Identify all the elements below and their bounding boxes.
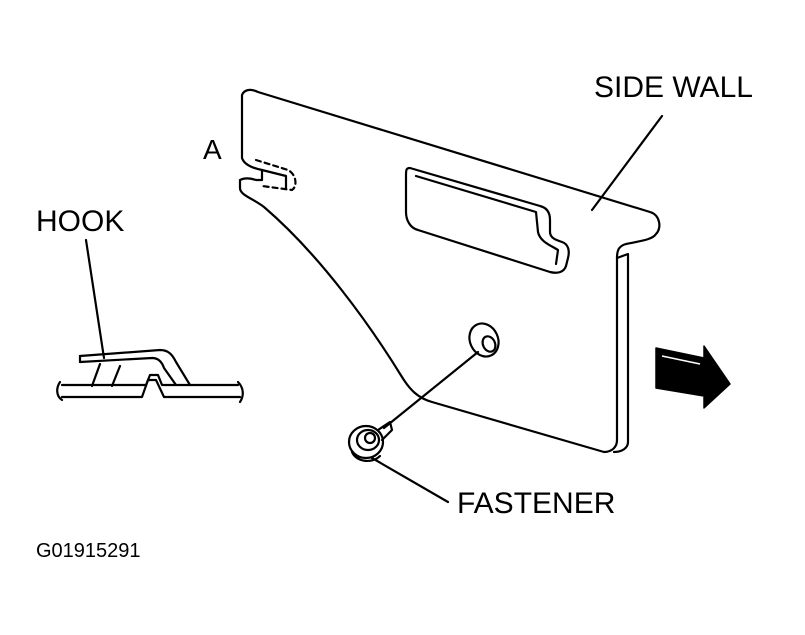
side-wall-label: SIDE WALL: [594, 71, 753, 104]
clip-hole-inner: [480, 334, 498, 354]
fastener-clip: [349, 422, 392, 461]
figure-code: G01915291: [36, 540, 141, 562]
hook-a-dashed: [256, 160, 295, 190]
arrow-highlight: [662, 356, 700, 364]
side-wall-leader: [592, 116, 662, 210]
side-wall-panel: [240, 90, 659, 452]
arrow-right-icon: [656, 346, 730, 408]
clip-hole-outer: [464, 319, 504, 362]
fastener-leader: [372, 458, 448, 502]
fastener-label: FASTENER: [457, 487, 616, 520]
panel-opening-inner: [416, 176, 558, 264]
panel-opening: [406, 168, 569, 273]
hook-detail: [57, 350, 243, 402]
hook-label: HOOK: [36, 205, 125, 238]
fastener-alignment-line: [384, 352, 478, 428]
hook-leader: [86, 240, 104, 358]
detail-a-label: A: [203, 134, 222, 165]
side-wall-edge: [614, 254, 628, 452]
hook-a-slot: [262, 170, 286, 188]
